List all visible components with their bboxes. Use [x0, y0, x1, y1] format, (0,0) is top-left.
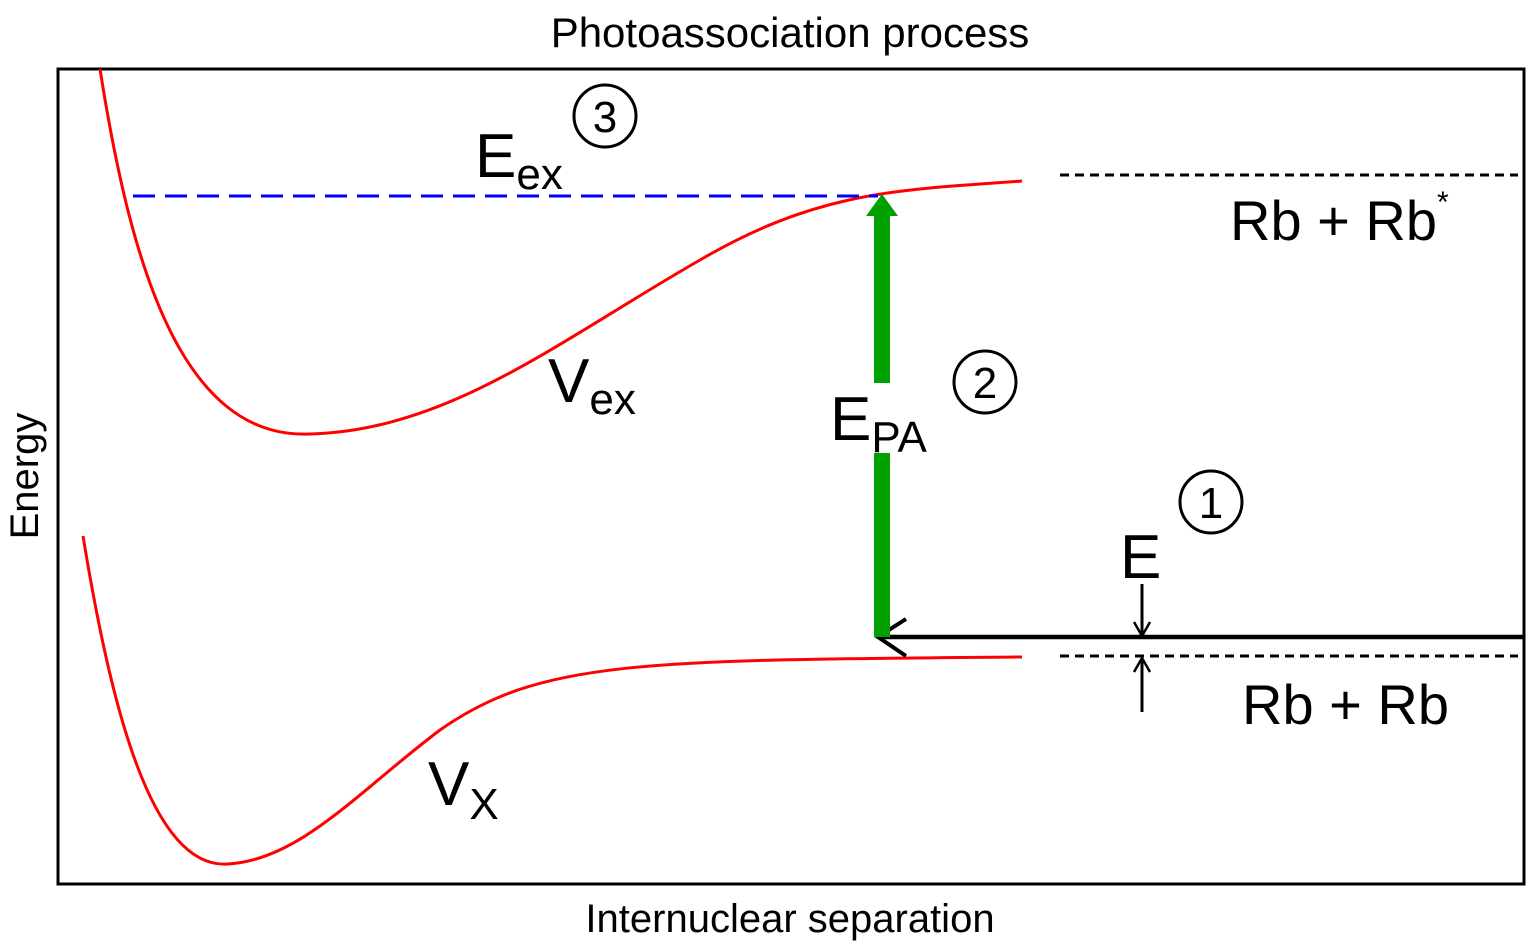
v-x-label: VX: [428, 750, 499, 829]
svg-text:1: 1: [1199, 479, 1223, 528]
energy-gap-arrow-top-head: [1132, 621, 1152, 639]
photon-arrow-head: [866, 194, 898, 216]
svg-text:3: 3: [593, 93, 617, 142]
rb-rb-star-label: Rb + Rb*: [1230, 186, 1449, 252]
step-marker-3: 3: [572, 83, 638, 149]
ground-potential-curve: [81, 535, 1023, 866]
v-ex-label: Vex: [548, 347, 636, 424]
energy-gap-arrow-bottom-head: [1132, 655, 1152, 673]
plot-frame: [56, 67, 1526, 886]
excited-potential-curve: [98, 68, 1023, 436]
photon-arrow-shaft-lower: [874, 453, 890, 637]
collision-energy-label: E: [1120, 523, 1161, 592]
step-marker-2: 2: [952, 349, 1018, 415]
e-ex-label: Eex: [475, 122, 563, 199]
step-marker-1: 1: [1178, 469, 1244, 535]
rb-rb-label: Rb + Rb: [1242, 673, 1449, 736]
x-axis-label: Internuclear separation: [585, 897, 994, 941]
e-pa-label: EPA: [830, 385, 927, 462]
photon-arrow-shaft-upper: [874, 214, 890, 383]
y-axis-label: Energy: [3, 413, 47, 540]
diagram-title: Photoassociation process: [551, 9, 1030, 56]
svg-text:2: 2: [973, 359, 997, 408]
